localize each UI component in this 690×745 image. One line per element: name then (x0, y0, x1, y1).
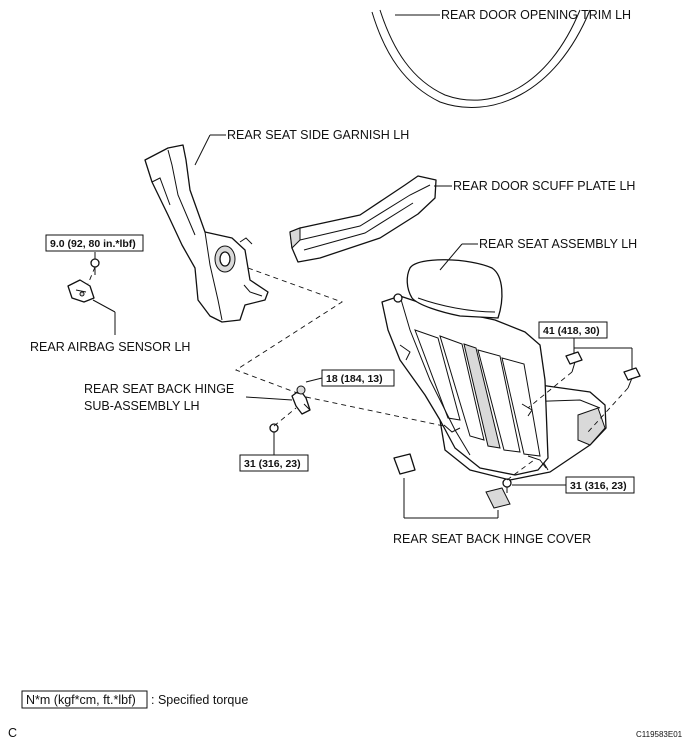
rear-door-opening-trim (371, 9, 591, 109)
legend-unit: N*m (kgf*cm, ft.*lbf) (26, 693, 136, 707)
label-hinge-line2: SUB-ASSEMBLY LH (84, 399, 200, 413)
torque-seat-bolts: 41 (418, 30) (543, 325, 600, 337)
figure-id: C119583E01 (636, 730, 683, 739)
rear-door-scuff-plate (289, 175, 437, 263)
torque-box-seat-bottom (565, 476, 635, 494)
torque-hinge-lower: 31 (316, 23) (244, 458, 301, 470)
legend-desc: : Specified torque (151, 693, 248, 707)
hinge-cover-right (485, 487, 511, 509)
seat-bolt-right (623, 367, 641, 389)
dashed-path-bottom-bolt (506, 459, 535, 481)
torque-hinge-upper: 18 (184, 13) (326, 373, 383, 385)
dashed-path-sensor (87, 266, 96, 285)
torque-seat-bottom: 31 (316, 23) (570, 480, 627, 492)
legend-box (21, 690, 148, 709)
label-rear-door-scuff-plate: REAR DOOR SCUFF PLATE LH (453, 179, 635, 193)
torque-box-airbag (45, 234, 144, 252)
dashed-path-hinge (305, 396, 445, 427)
label-rear-seat-side-garnish: REAR SEAT SIDE GARNISH LH (227, 128, 409, 142)
dashed-path-seat-bolt-right (587, 387, 629, 433)
dashed-path-seat-bolt-left (527, 371, 573, 409)
rear-seat-side-garnish (144, 144, 269, 323)
torque-box-hinge-upper (321, 369, 395, 387)
dashed-path-hinge-bolt (273, 407, 297, 427)
seat-bottom-bolt (502, 478, 512, 493)
rear-airbag-sensor (67, 279, 95, 303)
label-rear-airbag-sensor: REAR AIRBAG SENSOR LH (30, 340, 190, 354)
label-rear-seat-assembly: REAR SEAT ASSEMBLY LH (479, 237, 637, 251)
torque-box-seat-bolts (538, 321, 608, 339)
torque-box-hinge-lower (239, 454, 309, 472)
hinge-lower-bolt (269, 423, 279, 440)
label-hinge-line1: REAR SEAT BACK HINGE (84, 382, 234, 396)
rear-seat-back-hinge (291, 385, 311, 415)
rear-seat-assembly (381, 259, 607, 481)
torque-airbag-sensor: 9.0 (92, 80 in.*lbf) (50, 238, 136, 250)
seat-bolt-left (565, 351, 583, 373)
corner-letter: C (8, 726, 17, 740)
label-hinge-cover: REAR SEAT BACK HINGE COVER (393, 532, 591, 546)
label-rear-door-opening-trim: REAR DOOR OPENING TRIM LH (441, 8, 631, 22)
hinge-cover-left (393, 453, 416, 475)
dashed-path-garnish (235, 267, 344, 395)
